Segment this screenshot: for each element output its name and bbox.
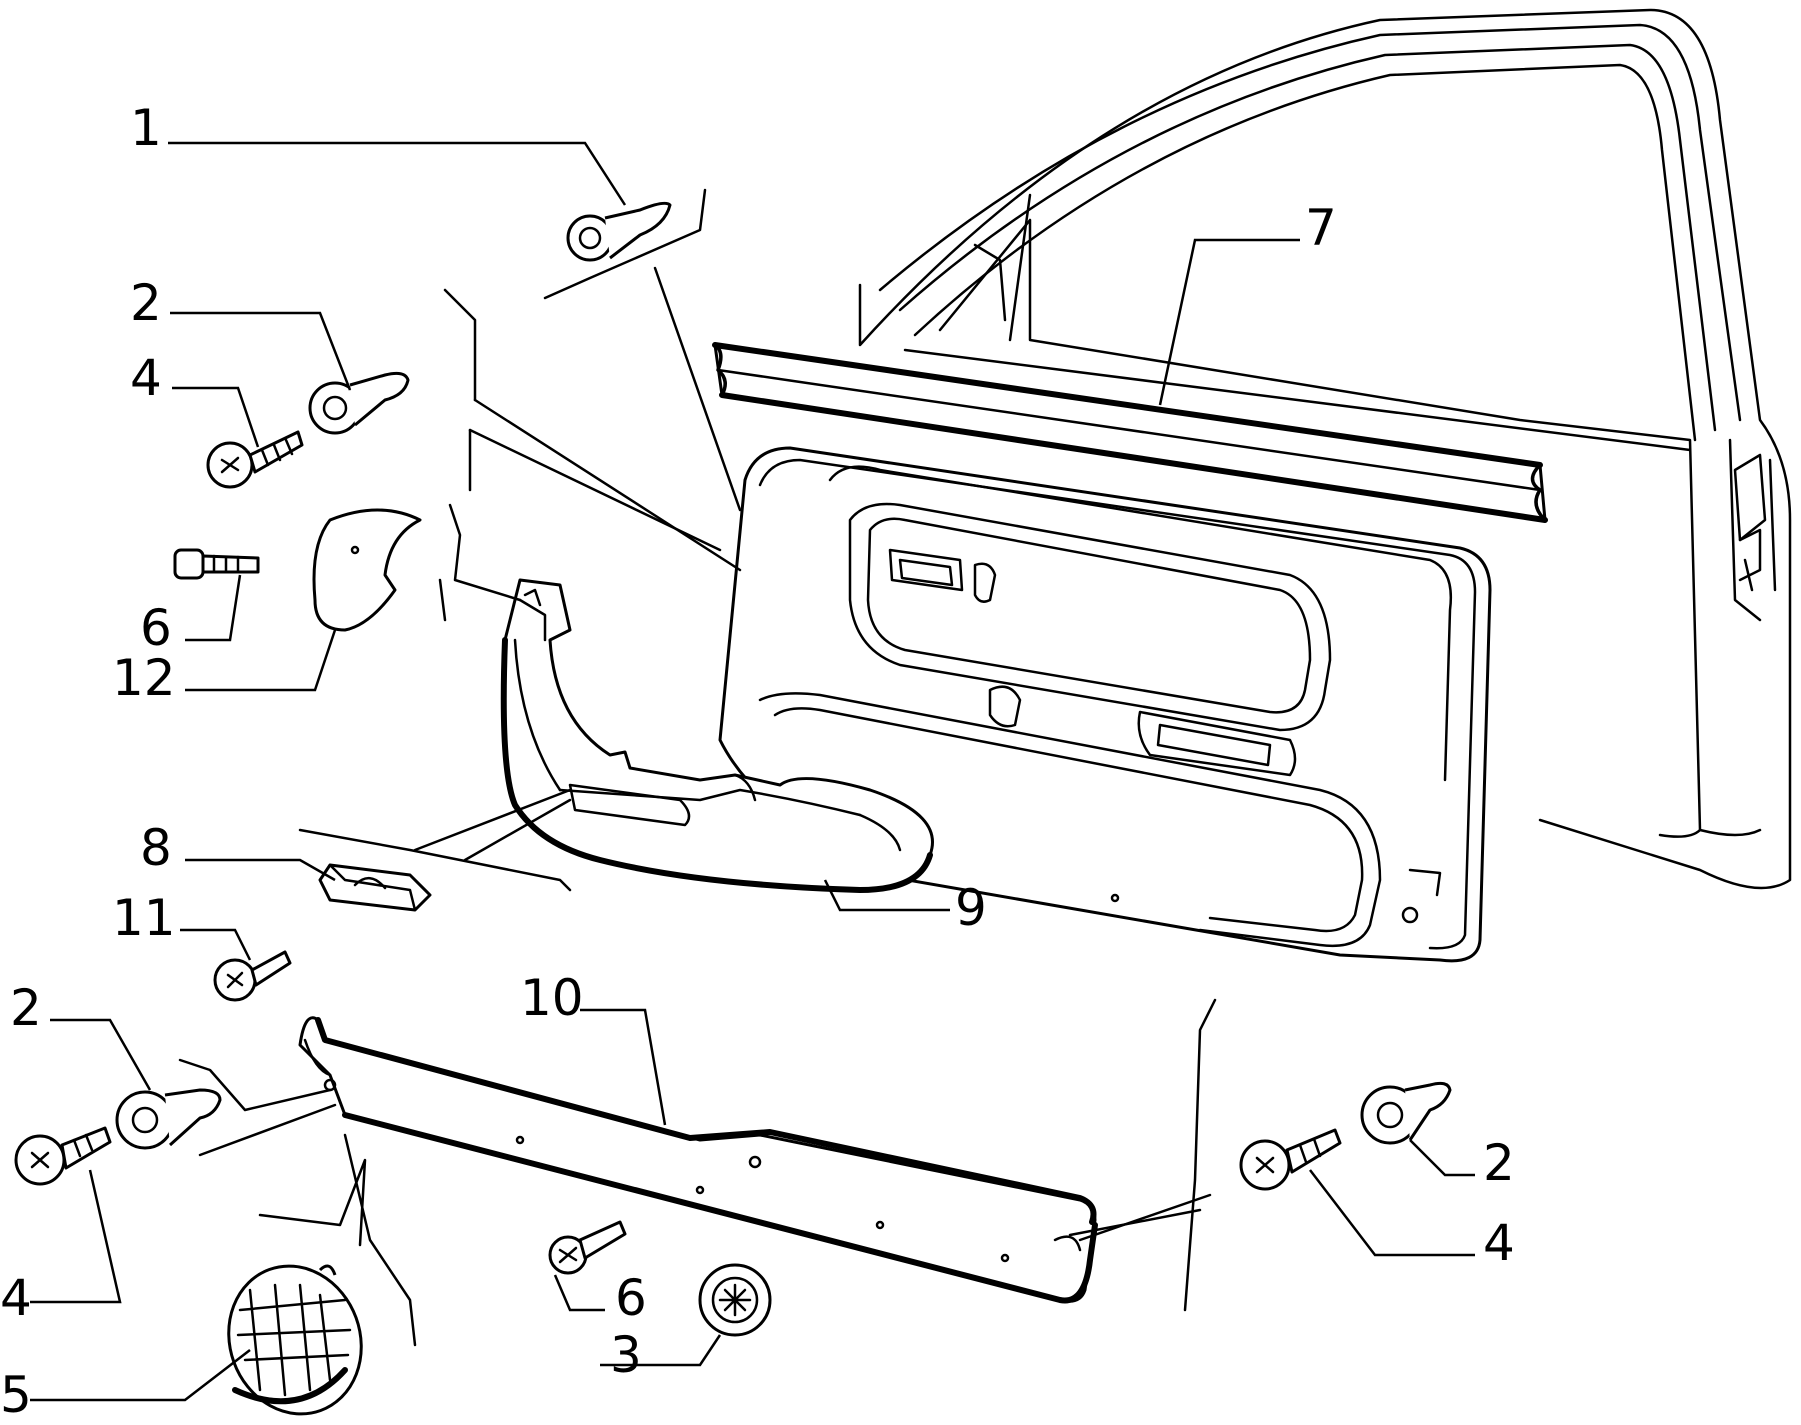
door-weatherstrip <box>712 342 1548 523</box>
push-clip <box>566 201 672 262</box>
screw <box>213 950 292 1002</box>
screw <box>548 1220 627 1275</box>
callout-6: 6 <box>140 599 172 657</box>
screw <box>173 548 260 580</box>
grommet <box>698 1263 772 1337</box>
leader-lines <box>30 141 1475 1402</box>
callout-10: 10 <box>520 969 584 1027</box>
callout-12: 12 <box>112 649 176 707</box>
push-clip <box>115 1088 222 1150</box>
callout-2: 2 <box>130 274 162 332</box>
cover-cap <box>312 508 422 632</box>
callout-1: 1 <box>130 99 162 157</box>
callout-3: 3 <box>610 1326 642 1384</box>
callout-9: 9 <box>955 879 987 937</box>
callout-4: 4 <box>0 1269 32 1327</box>
callout-4: 4 <box>130 349 162 407</box>
screw <box>1239 1128 1342 1191</box>
handle-insert <box>318 863 432 912</box>
lower-trim-strip <box>298 1016 1098 1304</box>
callout-4: 4 <box>1483 1214 1515 1272</box>
callout-2: 2 <box>1483 1134 1515 1192</box>
push-clip <box>308 371 410 435</box>
callout-7: 7 <box>1305 199 1337 257</box>
callout-labels: 1 2 4 6 12 7 8 11 9 10 2 4 5 6 3 2 4 <box>0 99 1515 1424</box>
assembly-lines <box>178 188 1217 1347</box>
callout-8: 8 <box>140 819 172 877</box>
callout-6: 6 <box>615 1269 647 1327</box>
push-clip <box>1360 1081 1452 1145</box>
door-frame <box>858 8 1792 890</box>
screw <box>206 430 304 489</box>
callout-11: 11 <box>112 889 176 947</box>
callout-5: 5 <box>0 1366 32 1424</box>
round-cover <box>227 1264 363 1416</box>
callout-2: 2 <box>10 979 42 1037</box>
screw <box>14 1126 112 1186</box>
